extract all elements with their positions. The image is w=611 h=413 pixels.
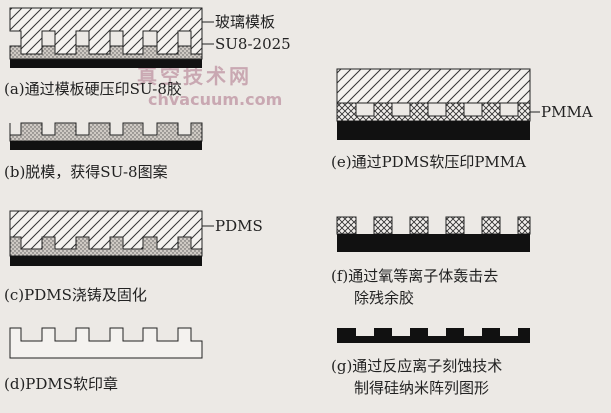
step-e-caption: (e)通过PDMS软压印PMMA xyxy=(331,153,526,171)
pmma-block xyxy=(517,216,531,235)
step-d-caption: (d)PDMS软印章 xyxy=(4,375,118,393)
pmma-block xyxy=(445,216,465,235)
pmma-block xyxy=(409,216,429,235)
step-g-caption-line2: 制得硅纳米阵列图形 xyxy=(354,379,489,397)
step-a: 玻璃模板 SU8-2025 (a)通过模板硬压印SU-8胶 xyxy=(4,7,291,98)
pmma-block xyxy=(373,216,393,235)
step-b: (b)脱模，获得SU-8图案 xyxy=(4,122,203,181)
su8-layer-label: SU8-2025 xyxy=(215,35,291,53)
pdms-stamp-d xyxy=(9,327,203,359)
silicon-nano-array-g xyxy=(337,328,530,343)
step-c-caption: (c)PDMS浇铸及固化 xyxy=(4,286,147,304)
pdms-stamp-e xyxy=(336,68,531,117)
substrate-a xyxy=(10,59,202,68)
step-e: PMMA (e)通过PDMS软压印PMMA xyxy=(331,68,593,171)
step-a-caption: (a)通过模板硬压印SU-8胶 xyxy=(4,80,182,98)
substrate-f xyxy=(337,234,530,252)
step-c: PDMS (c)PDMS浇铸及固化 xyxy=(4,210,263,304)
pdms-label: PDMS xyxy=(215,217,263,235)
step-f-caption-line2: 除残余胶 xyxy=(354,289,414,307)
step-f: (f)通过氧等离子体轰击去 除残余胶 xyxy=(331,216,531,307)
su8-pattern-c xyxy=(9,236,203,257)
substrate-b xyxy=(10,141,202,150)
glass-template-a xyxy=(9,7,203,55)
step-f-caption-line1: (f)通过氧等离子体轰击去 xyxy=(331,267,498,285)
watermark-url: chvacuum.com xyxy=(148,90,282,109)
step-g-caption-line1: (g)通过反应离子刻蚀技术 xyxy=(331,357,502,375)
pdms-cast-c xyxy=(9,210,203,250)
glass-template-label: 玻璃模板 xyxy=(215,13,275,31)
su8-pattern-b xyxy=(9,122,203,142)
step-d: (d)PDMS软印章 xyxy=(4,327,203,393)
pmma-block xyxy=(481,216,501,235)
step-b-caption: (b)脱模，获得SU-8图案 xyxy=(4,163,168,181)
substrate-e xyxy=(337,121,530,140)
pmma-layer-e xyxy=(336,102,531,122)
pmma-block xyxy=(336,216,357,235)
pmma-label: PMMA xyxy=(541,103,593,121)
step-g: (g)通过反应离子刻蚀技术 制得硅纳米阵列图形 xyxy=(331,328,530,397)
substrate-c xyxy=(10,256,202,266)
